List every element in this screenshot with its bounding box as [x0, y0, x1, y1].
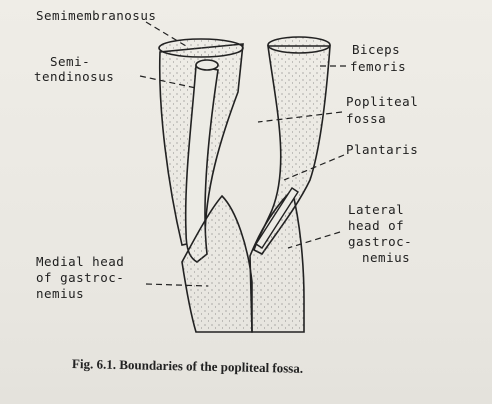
label-semitendinosus-line1: Semi-	[50, 54, 90, 69]
label-popliteal-line1: Popliteal	[346, 94, 418, 109]
semimembranosus-top	[159, 39, 243, 57]
label-plantaris: Plantaris	[346, 142, 418, 157]
label-lateral-line4: nemius	[362, 250, 410, 265]
label-lateral-line2: head of	[348, 218, 404, 233]
label-biceps-line1: Biceps	[352, 42, 400, 57]
label-medial-line1: Medial head	[36, 254, 124, 269]
semitendinosus-top	[196, 60, 218, 70]
label-semimembranosus: Semimembranosus	[36, 8, 156, 23]
label-biceps-line2: femoris	[350, 59, 406, 74]
label-lateral-line3: gastroc-	[348, 234, 412, 249]
label-popliteal-line2: fossa	[346, 111, 386, 126]
biceps-femoris-top	[268, 37, 330, 53]
label-semitendinosus-line2: tendinosus	[34, 69, 114, 84]
label-medial-line3: nemius	[36, 286, 84, 301]
label-medial-line2: of gastroc-	[36, 270, 124, 285]
label-lateral-line1: Lateral	[348, 202, 404, 217]
